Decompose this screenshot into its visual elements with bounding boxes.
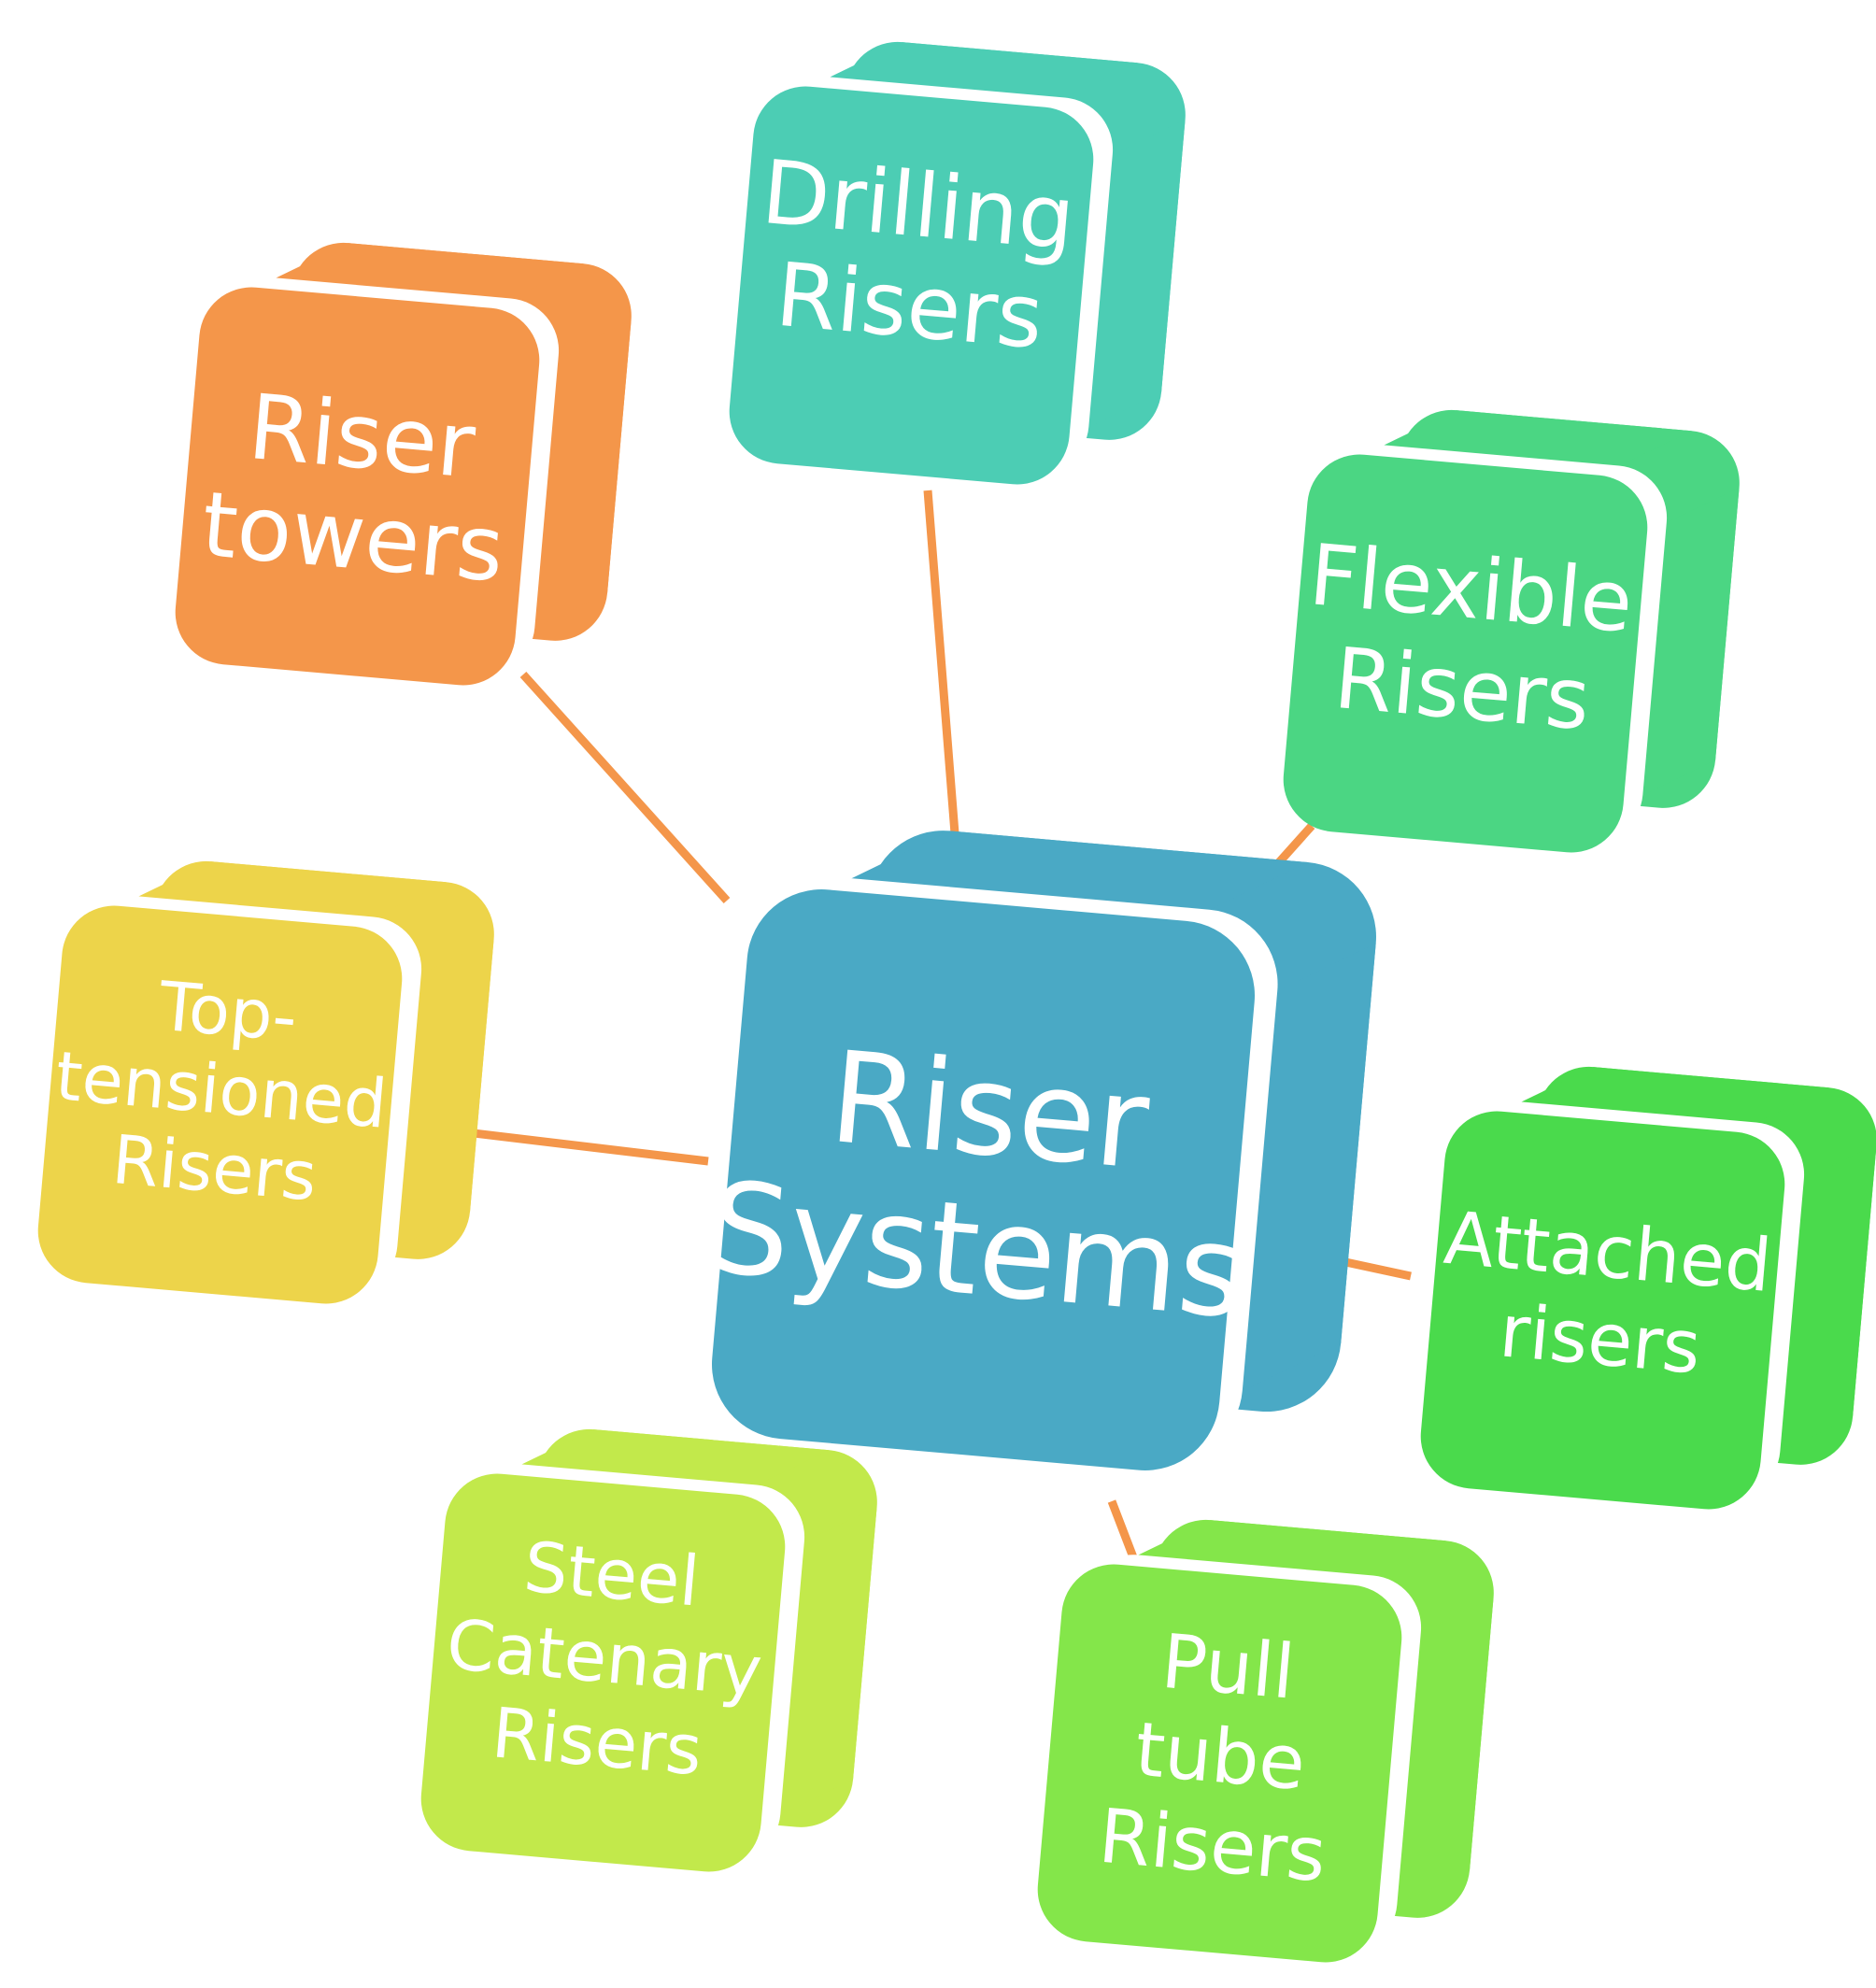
node-riser-towers: Risertowers	[175, 242, 632, 686]
node-top-tensioned-risers-face	[37, 905, 403, 1304]
node-flexible-risers-label: FlexibleRisers	[1297, 526, 1637, 752]
node-top-tensioned-risers-label-line: Risers	[109, 1120, 320, 1216]
center-riser-systems-label-line: Riser	[825, 1024, 1155, 1198]
connector-line	[519, 671, 731, 904]
connector-line	[1107, 1499, 1138, 1559]
node-steel-catenary-risers-face	[420, 1473, 786, 1872]
node-steel-catenary-risers-label-line: Steel	[520, 1527, 702, 1623]
node-flexible-risers-label-line: Risers	[1330, 630, 1594, 749]
node-top-tensioned-risers-label: Top-tensionedRisers	[46, 958, 397, 1222]
node-attached-risers-face	[1420, 1111, 1785, 1510]
node-drilling-risers-label: DrillingRisers	[749, 142, 1078, 371]
node-pull-tube-risers: PulltubeRisers	[1037, 1519, 1494, 1963]
node-steel-catenary-risers: SteelCatenaryRisers	[420, 1428, 877, 1872]
node-attached-risers-label-line: risers	[1497, 1289, 1704, 1390]
center-riser-systems: RiserSystems	[704, 831, 1376, 1470]
center-riser-systems-face	[711, 889, 1256, 1470]
cubes: Risertowers DrillingRisersFlexibleRisersT…	[37, 41, 1876, 1963]
node-riser-towers-label: Risertowers	[198, 371, 517, 602]
node-pull-tube-risers-label-line: Pull	[1158, 1618, 1299, 1716]
node-riser-towers-label-line: Riser	[245, 375, 479, 499]
node-pull-tube-risers-label-line: tube	[1131, 1706, 1308, 1808]
node-riser-towers-face	[175, 287, 540, 686]
node-attached-risers: Attachedrisers	[1420, 1066, 1876, 1510]
node-pull-tube-risers-label: PulltubeRisers	[1096, 1613, 1345, 1898]
node-flexible-risers: FlexibleRisers	[1283, 409, 1740, 853]
node-top-tensioned-risers-label-line: Top-	[155, 967, 300, 1058]
node-flexible-risers-face	[1283, 454, 1648, 853]
node-steel-catenary-risers-label-line: Risers	[489, 1693, 705, 1791]
node-pull-tube-risers-label-line: Risers	[1096, 1793, 1329, 1899]
node-top-tensioned-risers: Top-tensionedRisers	[37, 860, 494, 1304]
node-drilling-risers-label-line: Risers	[772, 245, 1046, 369]
node-drilling-risers-face	[729, 86, 1094, 485]
node-pull-tube-risers-face	[1037, 1564, 1402, 1963]
node-drilling-risers: DrillingRisers	[729, 41, 1186, 485]
